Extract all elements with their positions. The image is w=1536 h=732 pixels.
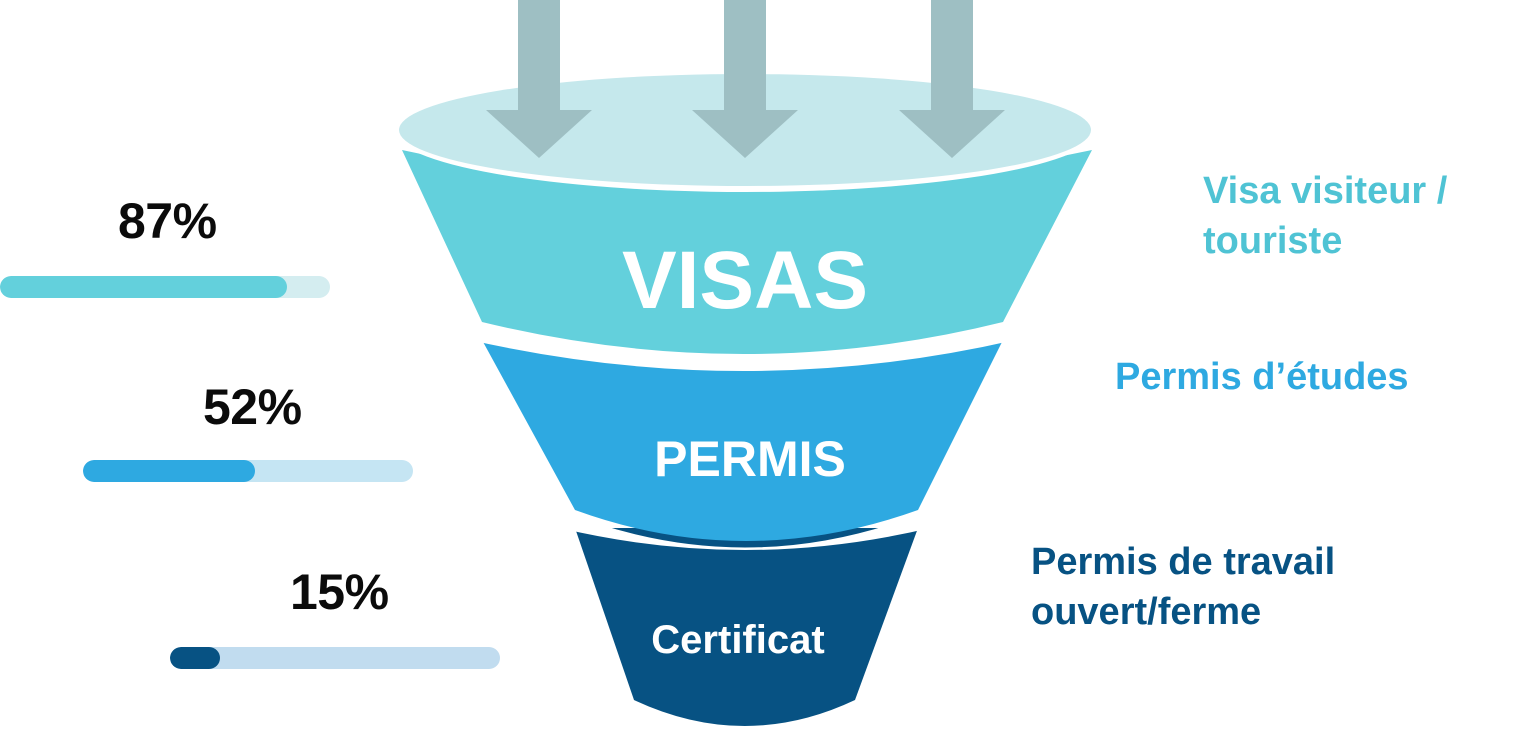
funnel-separator-upper	[470, 322, 1015, 371]
funnel-label-certificat: Certificat	[651, 618, 824, 662]
progress-fill-certificat	[170, 647, 220, 669]
label-permis-etudes: Permis d’études	[1115, 352, 1409, 402]
progress-bar-certificat	[170, 647, 500, 669]
label-visa-visiteur-line2: touriste	[1203, 220, 1343, 262]
funnel-label-visas: VISAS	[622, 235, 868, 326]
arrow-down-icon	[692, 0, 798, 158]
label-permis-travail: Permis de travail ouvert/ferme	[1031, 537, 1335, 637]
funnel-level-certificat	[575, 528, 918, 726]
progress-bar-permis	[83, 460, 413, 482]
funnel-separator-lower	[560, 510, 930, 550]
label-visa-visiteur: Visa visiteur / touriste	[1203, 166, 1447, 266]
progress-bar-visas	[0, 276, 330, 298]
funnel-level-visas	[402, 150, 1092, 354]
progress-fill-permis	[83, 460, 255, 482]
funnel-label-permis: PERMIS	[654, 431, 846, 487]
arrow-down-icon	[899, 0, 1005, 158]
percent-permis: 52%	[203, 379, 302, 435]
label-permis-etudes-line1: Permis d’études	[1115, 356, 1409, 398]
funnel-level-permis	[482, 340, 1003, 541]
percent-certificat: 15%	[290, 564, 389, 620]
label-permis-travail-line2: ouvert/ferme	[1031, 591, 1262, 633]
percent-visas: 87%	[118, 193, 217, 249]
label-visa-visiteur-line1: Visa visiteur /	[1203, 170, 1448, 212]
label-permis-travail-line1: Permis de travail	[1031, 541, 1336, 583]
progress-fill-visas	[0, 276, 288, 298]
arrow-down-icon	[486, 0, 592, 158]
